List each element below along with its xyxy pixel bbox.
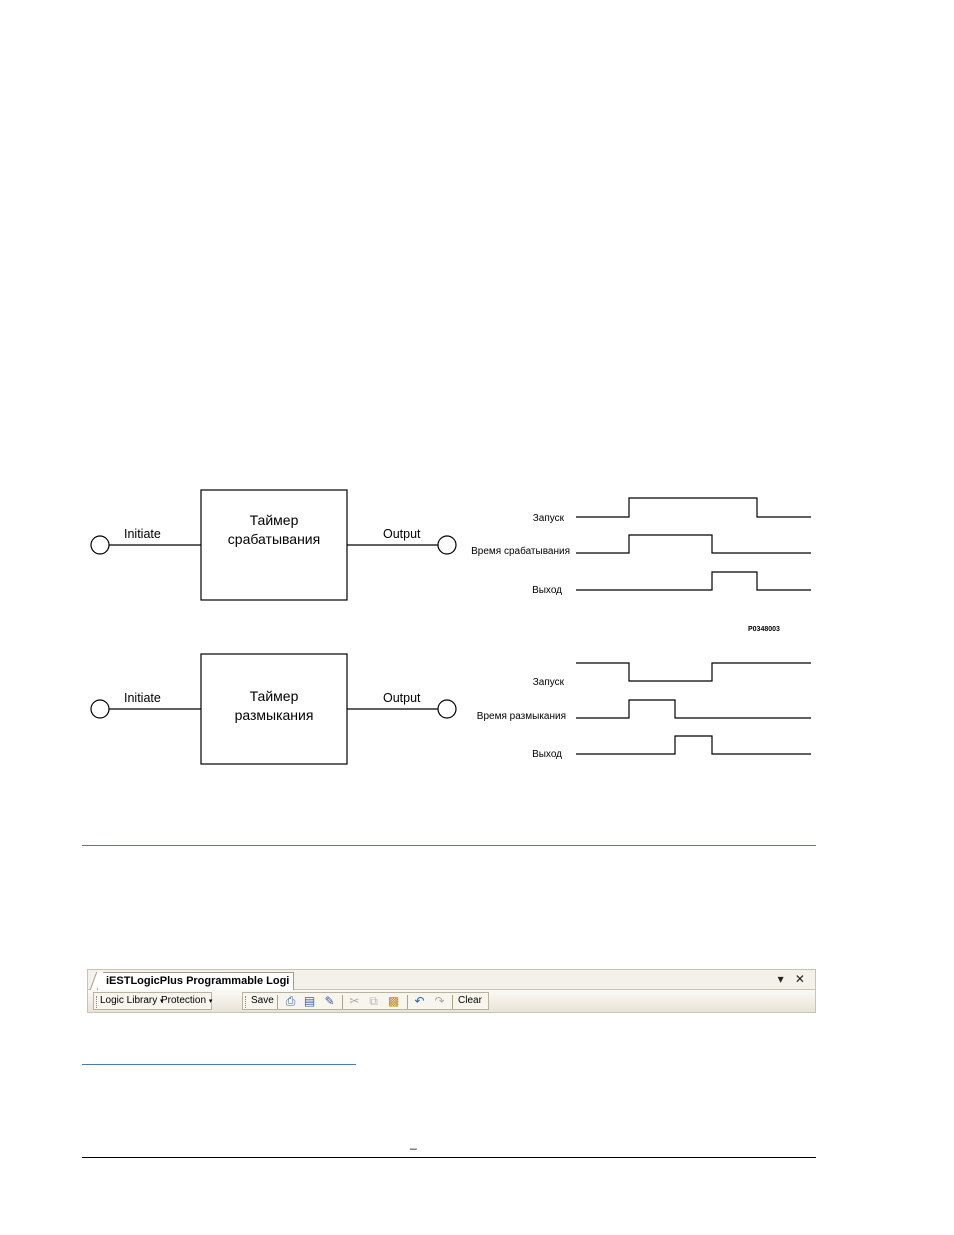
edit-toolbar-group: Save ⎙ ▤ ✎ ✂ ⧉ ▩ ↶ ↷ Clear (242, 992, 489, 1010)
logic-library-dropdown[interactable]: Logic Library ▾ (100, 993, 164, 1010)
separator (452, 995, 453, 1009)
block-title-1a: Таймер (250, 512, 299, 528)
figure-code: P0348003 (748, 626, 780, 633)
waveform-time-2 (576, 699, 811, 719)
copy-icon[interactable]: ⧉ (369, 994, 378, 1008)
logic-library-label: Logic Library (100, 995, 158, 1006)
waveform-time-1 (576, 534, 811, 554)
input-label-1: Initiate (124, 527, 161, 541)
protection-label: Protection (161, 995, 207, 1006)
footer-rule (82, 1157, 816, 1158)
waveform-output-1 (576, 571, 811, 591)
waveform-start-1 (576, 497, 811, 518)
waveform-output-2 (576, 735, 811, 755)
undo-icon[interactable]: ↶ (414, 994, 425, 1008)
cut-icon[interactable]: ✂ (349, 994, 360, 1008)
dropout-timer-box (200, 653, 348, 765)
print-icon[interactable]: ⎙ (285, 994, 296, 1008)
output-label-1: Output (383, 527, 421, 541)
pickup-timer-waveforms: Запуск Время срабатывания Выход P0348003 (471, 497, 811, 633)
clear-button[interactable]: Clear (458, 995, 482, 1006)
dropdown-arrow-icon: ▾ (208, 998, 213, 1005)
signal-label-start-1: Запуск (533, 513, 565, 524)
paste-icon[interactable]: ▩ (387, 994, 400, 1008)
input-terminal-1 (90, 535, 110, 555)
output-label-2: Output (383, 691, 421, 705)
output-terminal-1 (437, 535, 457, 555)
separator (277, 995, 278, 1009)
signal-label-start-2: Запуск (533, 677, 565, 688)
document-tab[interactable]: iESTLogicPlus Programmable Logi (97, 972, 295, 990)
output-terminal-2 (437, 699, 457, 719)
separator (407, 995, 408, 1009)
dropout-timer-waveforms: Запуск Время размыкания Выход (477, 662, 811, 760)
export-icon[interactable]: ✎ (324, 994, 335, 1008)
timer-diagram: Initiate Таймер срабатывания Output Запу… (90, 489, 811, 765)
section-divider (82, 845, 816, 846)
pickup-timer-block-diagram: Initiate Таймер срабатывания Output (90, 489, 457, 601)
page-number-mark: _ (410, 1136, 417, 1150)
block-title-2a: Таймер (250, 688, 299, 704)
window-controls[interactable]: ▾ ✕ (777, 972, 809, 986)
signal-label-output-2: Выход (532, 749, 562, 760)
pickup-timer-box (200, 489, 348, 601)
redo-icon[interactable]: ↷ (434, 994, 445, 1008)
block-title-1b: срабатывания (228, 531, 320, 547)
print-preview-icon[interactable]: ▤ (303, 994, 316, 1008)
toolbar-grip[interactable] (245, 996, 248, 1008)
signal-label-time-1: Время срабатывания (471, 545, 570, 557)
document-tab-strip: iESTLogicPlus Programmable Logi ▾ ✕ (87, 969, 816, 990)
toolbar-button-row: Logic Library ▾ Protection ▾ Save ⎙ ▤ ✎ … (87, 990, 816, 1013)
waveform-start-2 (576, 662, 811, 682)
link-underline (82, 1064, 356, 1065)
dropout-timer-block-diagram: Initiate Таймер размыкания Output (90, 653, 457, 765)
block-title-2b: размыкания (235, 707, 314, 723)
library-toolbar-group: Logic Library ▾ Protection ▾ (93, 992, 212, 1010)
signal-label-time-2: Время размыкания (477, 711, 566, 722)
logic-editor-toolbar: iESTLogicPlus Programmable Logi ▾ ✕ Logi… (87, 969, 816, 1013)
input-terminal-2 (90, 699, 110, 719)
save-button[interactable]: Save (251, 995, 274, 1006)
protection-dropdown[interactable]: Protection ▾ (161, 993, 212, 1010)
signal-label-output-1: Выход (532, 585, 562, 596)
toolbar-grip[interactable] (96, 996, 99, 1008)
input-label-2: Initiate (124, 691, 161, 705)
dropdown-arrow-icon: ▾ (160, 998, 164, 1005)
separator (342, 995, 343, 1009)
